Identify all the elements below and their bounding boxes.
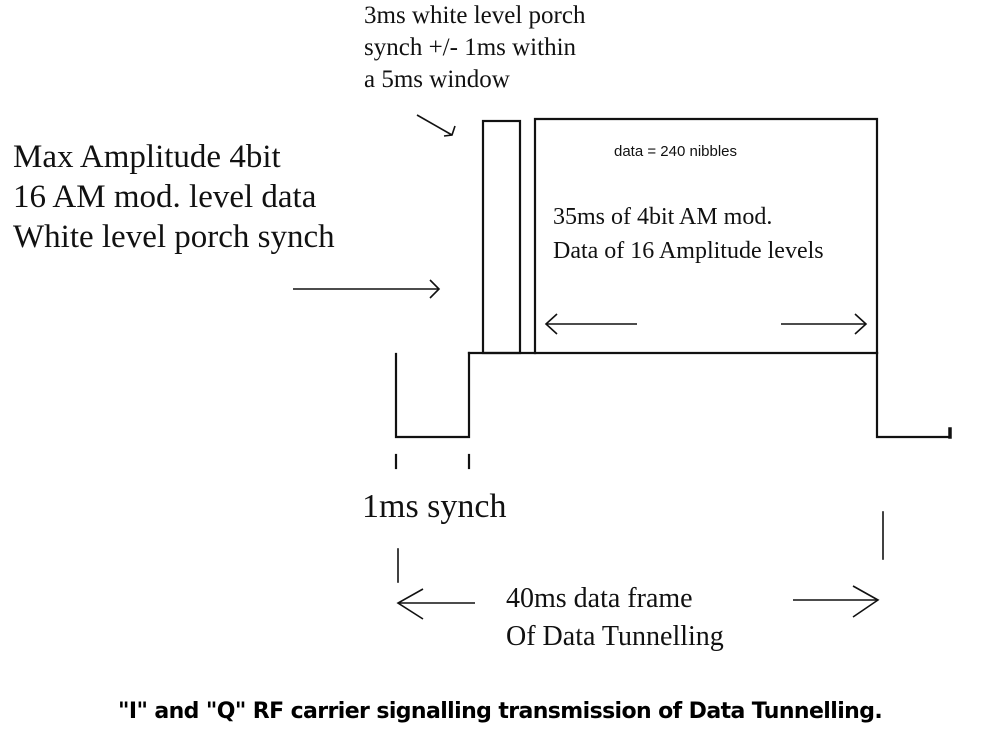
porch-note-line: 3ms white level porch <box>364 2 586 29</box>
frame-span-right-arrow-icon <box>793 585 880 618</box>
frame-span-left-arrow-icon <box>396 588 475 620</box>
data-span-right-arrow-icon <box>781 313 868 335</box>
data-count-label: data = 240 nibbles <box>614 143 738 160</box>
frame-label: 40ms data frame Of Data Tunnelling <box>506 580 724 656</box>
trailing-sync-edge <box>875 351 952 439</box>
sync-pulse <box>394 351 471 439</box>
diagonal-arrow-icon <box>416 114 456 137</box>
porch-note-line: a 5ms window <box>364 66 510 93</box>
max-amplitude-note-line: Max Amplitude 4bit <box>13 139 281 175</box>
data-block <box>533 117 879 355</box>
data-description-line: 35ms of 4bit AM mod. <box>553 204 773 230</box>
white-level-porch <box>481 119 522 355</box>
data-description: 35ms of 4bit AM mod. Data of 16 Amplitud… <box>553 200 824 268</box>
frame-label-line: 40ms data frame <box>506 583 693 614</box>
porch-note: 3ms white level porch synch +/- 1ms with… <box>364 0 585 96</box>
diagram-caption: "I" and "Q" RF carrier signalling transm… <box>118 699 883 724</box>
porch-note-line: synch +/- 1ms within <box>364 34 577 61</box>
max-amplitude-note-line: 16 AM mod. level data <box>13 179 317 215</box>
data-description-line: Data of 16 Amplitude levels <box>553 238 824 264</box>
arrow-right-icon <box>293 279 441 299</box>
max-amplitude-note-line: White level porch synch <box>13 219 335 255</box>
sync-label: 1ms synch <box>362 488 507 525</box>
data-span-left-arrow-icon <box>544 313 637 335</box>
frame-label-line: Of Data Tunnelling <box>506 621 724 652</box>
max-amplitude-note: Max Amplitude 4bit 16 AM mod. level data… <box>13 137 335 257</box>
